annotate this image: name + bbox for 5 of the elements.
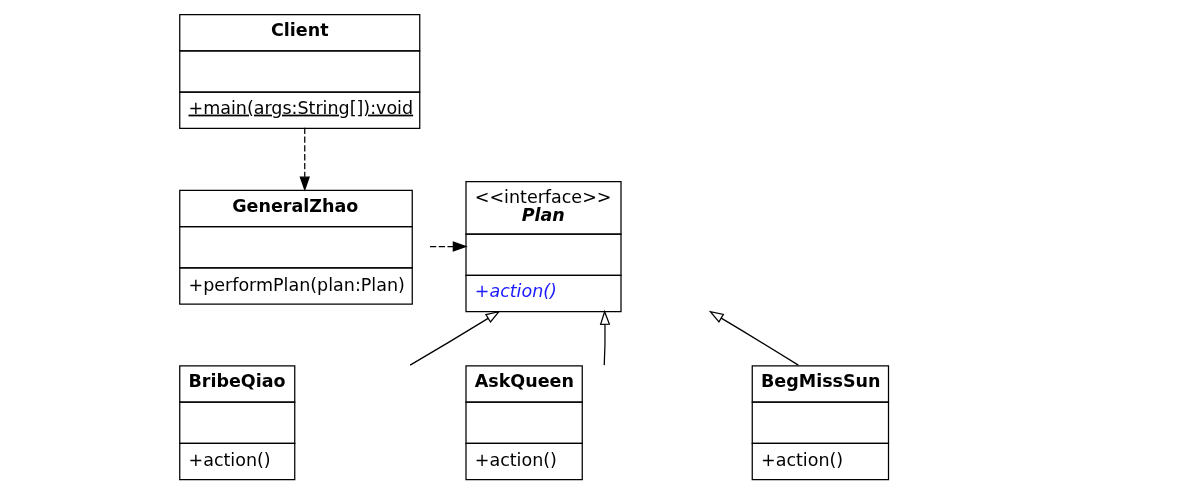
arrow [429, 240, 468, 252]
arrow [708, 310, 799, 366]
arrow [409, 310, 501, 366]
arrow [599, 309, 611, 366]
arrow [299, 126, 310, 192]
